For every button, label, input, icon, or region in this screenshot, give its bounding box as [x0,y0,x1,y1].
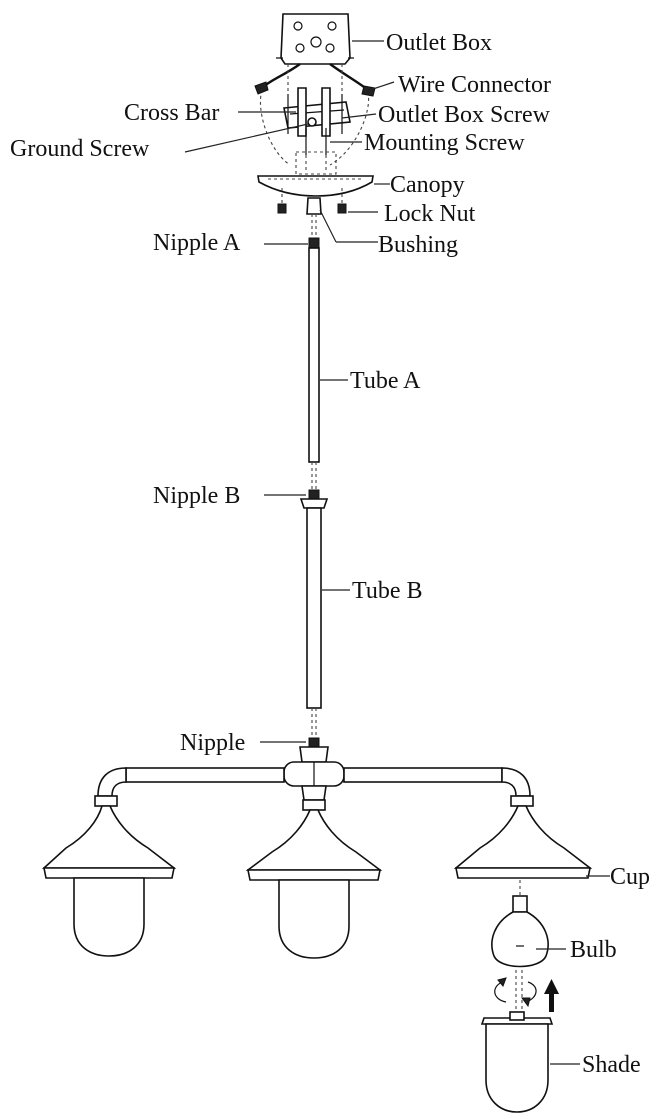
label-outlet-box-screw: Outlet Box Screw [378,102,551,128]
mounting-screws [295,128,337,175]
ground-screw [307,117,317,127]
bushing [306,197,322,215]
label-nipple-a: Nipple A [153,230,241,256]
tube-a [308,247,320,494]
label-cross-bar: Cross Bar [124,100,219,126]
tube-b [306,507,322,738]
outlet-box-screws [287,64,343,134]
shade [480,1011,554,1113]
nipple-b [299,489,329,509]
up-arrow-icon [544,979,559,1012]
label-canopy: Canopy [390,172,465,198]
label-bulb: Bulb [570,937,617,963]
lock-nuts [277,188,347,214]
rotate-arrows-icon [494,970,537,1012]
label-tube-a: Tube A [350,368,421,394]
wire-connectors [254,63,376,166]
arm-hub [283,746,345,801]
lamp-head-left [41,795,177,957]
label-bushing: Bushing [378,232,458,258]
canopy [257,175,374,197]
arms [97,767,531,797]
lamp-head-center [245,799,383,959]
bulb [491,880,549,968]
cross-bar [283,87,351,137]
label-wire-connector: Wire Connector [398,72,551,98]
leader-lines [184,40,610,1065]
label-cup: Cup [610,864,650,890]
label-nipple-b: Nipple B [153,483,240,509]
nipple-a [308,214,320,249]
label-ground-screw: Ground Screw [10,136,150,162]
label-outlet-box: Outlet Box [386,30,492,56]
outlet-box [276,13,354,65]
label-nipple: Nipple [180,730,245,756]
label-mounting-screw: Mounting Screw [364,130,525,156]
label-shade: Shade [582,1052,641,1078]
label-lock-nut: Lock Nut [384,201,476,227]
lamp-head-right [453,795,593,879]
nipple [308,737,320,748]
label-tube-b: Tube B [352,578,422,604]
